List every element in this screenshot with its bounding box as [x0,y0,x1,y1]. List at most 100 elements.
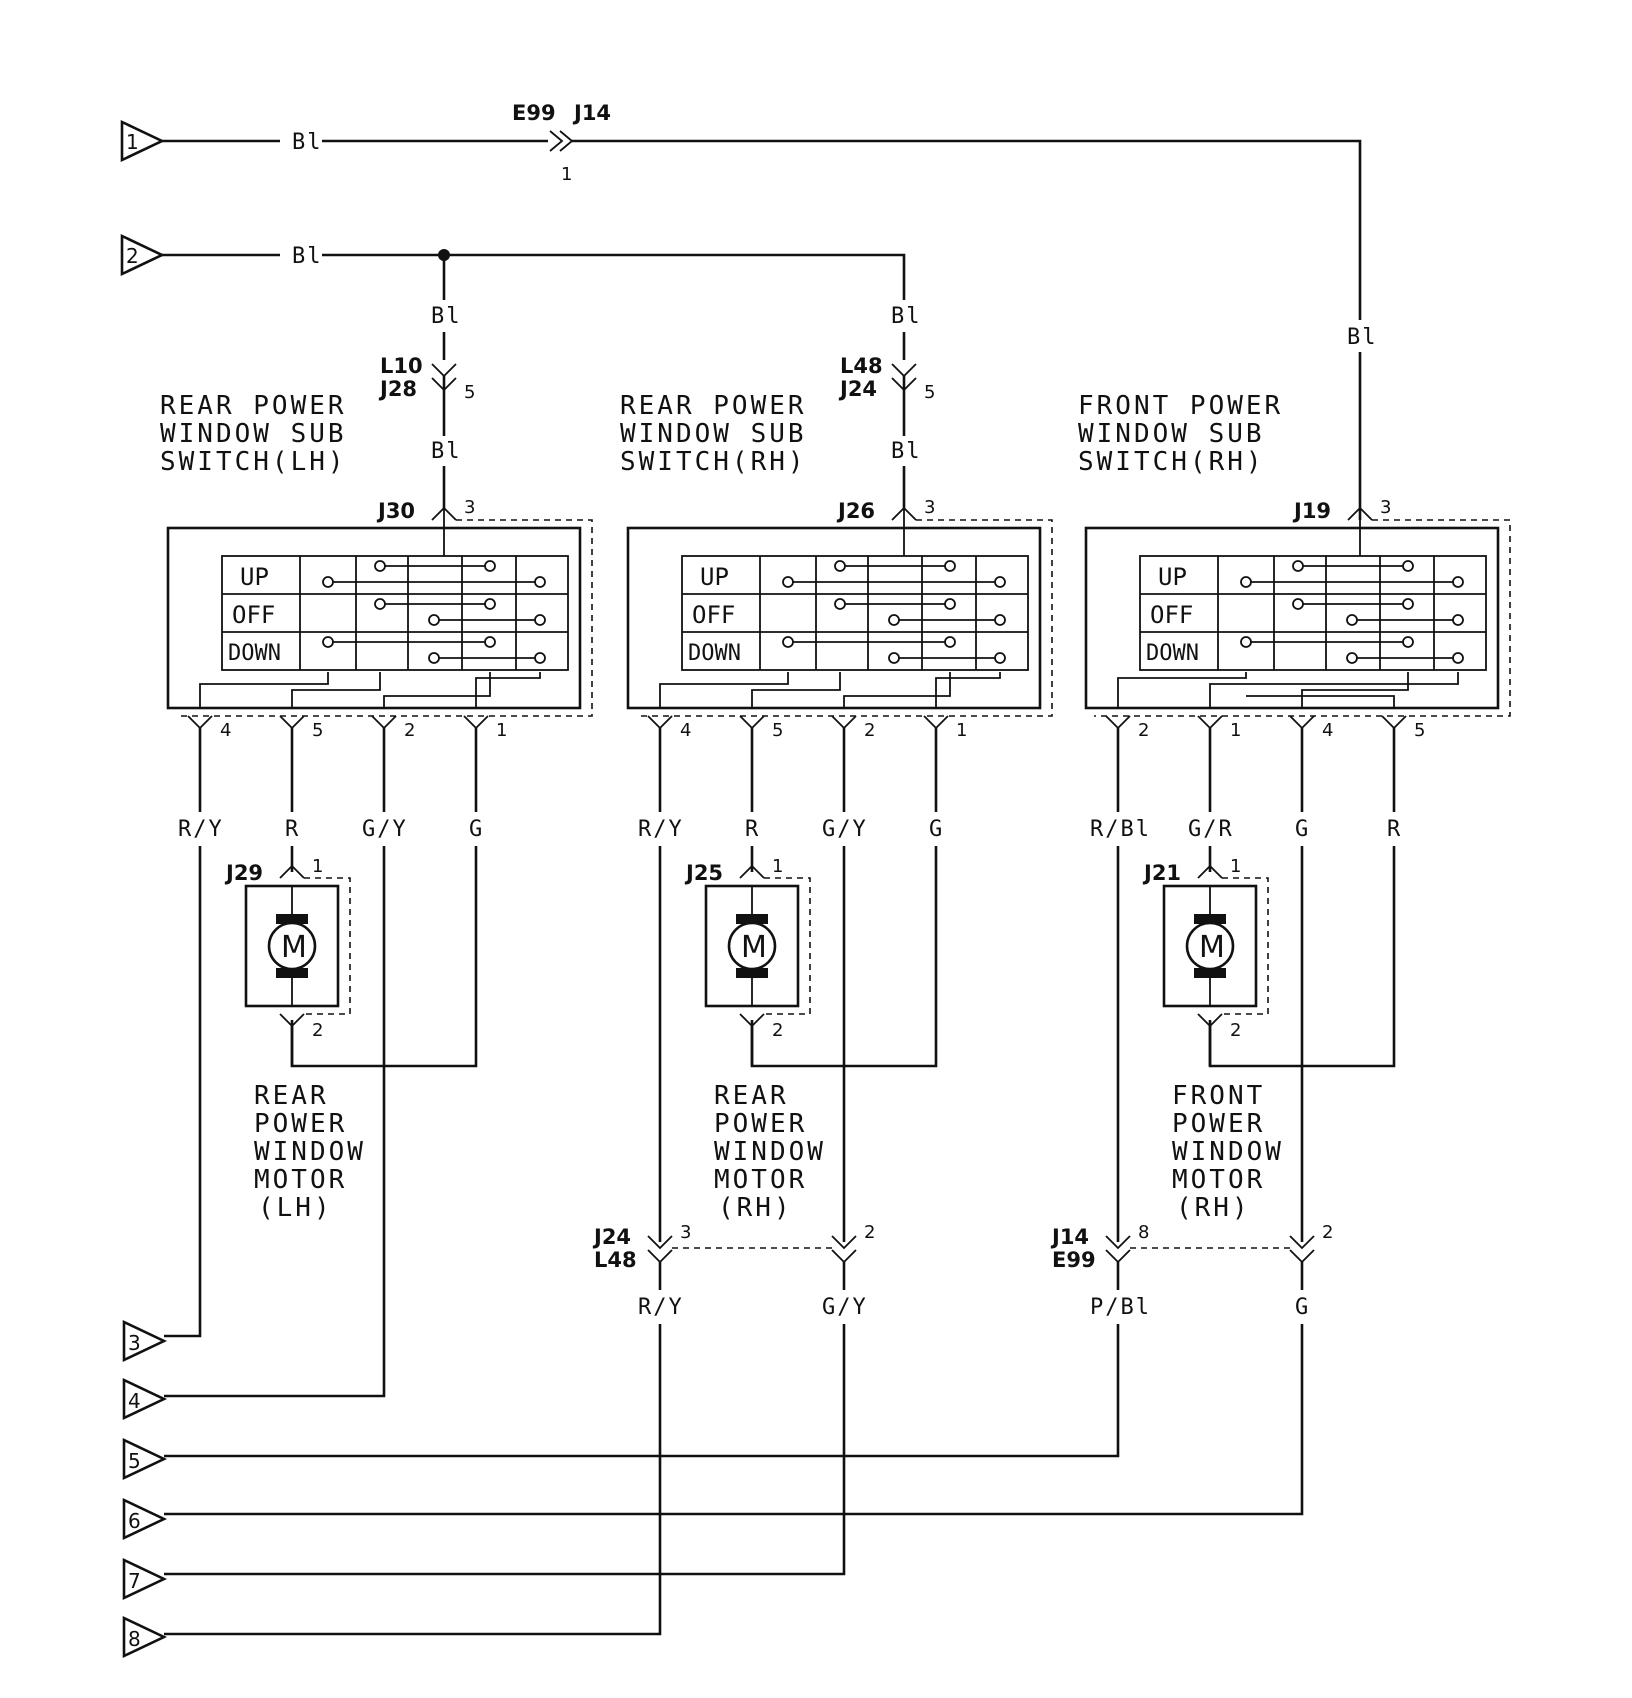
terminal-2-label: 2 [126,244,139,268]
connector-j28: J28 [378,377,417,401]
terminal-5-label: 5 [128,1449,141,1473]
motor-rh-title-2: POWER [714,1109,807,1139]
switch-front-title-1: FRONT POWER [1078,391,1283,421]
switch-rh-title-1: REAR POWER [620,391,807,421]
terminal-7: 7 [122,1557,168,1601]
connector-j14-pin-2: 2 [1322,1222,1333,1243]
wire-label-rh-gy-lower: G/Y [822,1295,868,1320]
wire-label-lh-g: G [469,817,484,842]
wire-label-front-gr: G/R [1188,817,1234,842]
motor-front-title-4: MOTOR [1172,1165,1265,1195]
motor-lh-title-5: (LH) [258,1193,333,1223]
switch-front-title-3: SWITCH(RH) [1078,447,1265,477]
switch-lh-title-1: REAR POWER [160,391,347,421]
switch-rh-title: REAR POWER WINDOW SUB SWITCH(RH) [620,391,807,477]
motor-front-pin-1: 1 [1230,856,1241,877]
motor-front-title-3: WINDOW [1172,1137,1284,1167]
motor-rh-title-1: REAR [714,1081,789,1111]
motor-lh-title: REAR POWER WINDOW MOTOR (LH) [254,1081,363,1223]
motor-front-title-1: FRONT [1172,1081,1265,1111]
switch-front-pos-up: UP [1158,563,1187,591]
switch-rh-pin-2: 2 [864,720,875,741]
connector-j24-l48-bottom: J24 L48 3 2 R/Y G/Y [164,1222,875,1636]
wire-label-bl-2: Bl [292,244,323,269]
terminal-1: 1 [120,119,166,163]
connector-j14-pin-8: 8 [1138,1222,1149,1243]
wire-label-bl-front: Bl [1347,325,1378,350]
wire-label-rh-ry: R/Y [638,817,684,842]
switch-rh: J26 3 UP OFF DOWN 4 5 2 1 [626,497,1053,741]
motor-front-title: FRONT POWER WINDOW MOTOR (RH) [1172,1081,1284,1223]
connector-e99: E99 [512,101,556,125]
connector-j24-pin-3: 3 [680,1222,691,1243]
connector-j24-bottom: J24 [592,1225,631,1249]
lh-circuit: R/Y R G/Y G J29 1 M 2 REAR POWER WINDOW … [164,728,484,1398]
motor-lh-symbol: M [281,930,307,965]
switch-lh-pos-off: OFF [232,601,275,629]
switch-rh-pos-off: OFF [692,601,735,629]
switch-lh-pin-5: 5 [312,720,323,741]
wire-label-lh-r: R [285,817,300,842]
wire-terminal-1: Bl Bl E99 J14 1 [162,101,1378,520]
motor-lh-connector: J29 [224,861,263,885]
switch-front-pos-down: DOWN [1146,641,1199,666]
switch-rh-title-3: SWITCH(RH) [620,447,807,477]
switch-rh-connector: J26 [836,499,875,523]
switch-lh-connector: J30 [376,499,415,523]
motor-front-pin-2: 2 [1230,1020,1241,1041]
switch-rh-pos-down: DOWN [688,641,741,666]
connector-l48: L48 [840,354,883,378]
switch-lh-pin-4: 4 [220,720,231,741]
switch-lh-title: REAR POWER WINDOW SUB SWITCH(LH) [160,391,347,477]
switch-lh: J30 3 UP OFF DOWN 4 5 2 [166,497,593,741]
switch-rh-top-pin: 3 [924,497,935,518]
switch-rh-pin-4: 4 [680,720,691,741]
motor-rh-title: REAR POWER WINDOW MOTOR (RH) [714,1081,823,1223]
motor-front-symbol: M [1199,930,1225,965]
wire-label-rh-ry-lower: R/Y [638,1295,684,1320]
switch-lh-title-2: WINDOW SUB [160,419,347,449]
switch-front-title-2: WINDOW SUB [1078,419,1265,449]
switch-rh-title-2: WINDOW SUB [620,419,807,449]
motor-lh-title-2: POWER [254,1109,347,1139]
terminal-1-label: 1 [126,130,139,154]
wire-label-bl-lh-lower: Bl [431,439,462,464]
front-circuit: R/Bl G/R G R J21 1 M 2 FRONT POWER WINDO… [164,728,1400,1516]
terminal-8-label: 8 [128,1627,141,1651]
motor-front-title-2: POWER [1172,1109,1265,1139]
connector-j24-pin-2: 2 [864,1222,875,1243]
wire-label-front-g: G [1295,817,1310,842]
motor-rh-title-5: (RH) [718,1193,793,1223]
switch-rh-pin-5: 5 [772,720,783,741]
wire-label-front-pbl: P/Bl [1090,1295,1151,1320]
wire-label-front-rbl: R/Bl [1090,817,1151,842]
motor-front-title-5: (RH) [1176,1193,1251,1223]
switch-lh-pin-1: 1 [496,720,507,741]
motor-front-connector: J21 [1142,861,1181,885]
wire-label-rh-gy: G/Y [822,817,868,842]
terminal-3-label: 3 [128,1331,141,1355]
terminal-6-label: 6 [128,1509,141,1533]
wire-label-rh-r: R [745,817,760,842]
wire-label-bl-1: Bl [292,130,323,155]
connector-l48-j24: L48 J24 5 Bl [838,354,935,510]
switch-lh-pos-up: UP [240,563,269,591]
connector-j14: J14 [572,101,611,125]
wire-label-lh-ry: R/Y [178,817,224,842]
rh-circuit: R/Y R G/Y G J25 1 M 2 REAR POWER WINDOW … [164,728,942,1636]
wire-label-bl-lh-upper: Bl [431,304,462,329]
wire-label-lh-gy: G/Y [362,817,408,842]
terminal-3: 3 [122,1319,168,1363]
motor-rh-symbol: M [741,930,767,965]
motor-rh-connector: J25 [684,861,723,885]
terminal-7-label: 7 [128,1569,141,1593]
motor-rh-title-4: MOTOR [714,1165,807,1195]
wire-terminal-2: Bl Bl Bl [162,244,922,360]
terminal-4-label: 4 [128,1389,141,1413]
switch-front-connector: J19 [1292,499,1331,523]
motor-lh-title-4: MOTOR [254,1165,347,1195]
switch-lh-pos-down: DOWN [228,641,281,666]
wire-label-bl-rh-upper: Bl [891,304,922,329]
